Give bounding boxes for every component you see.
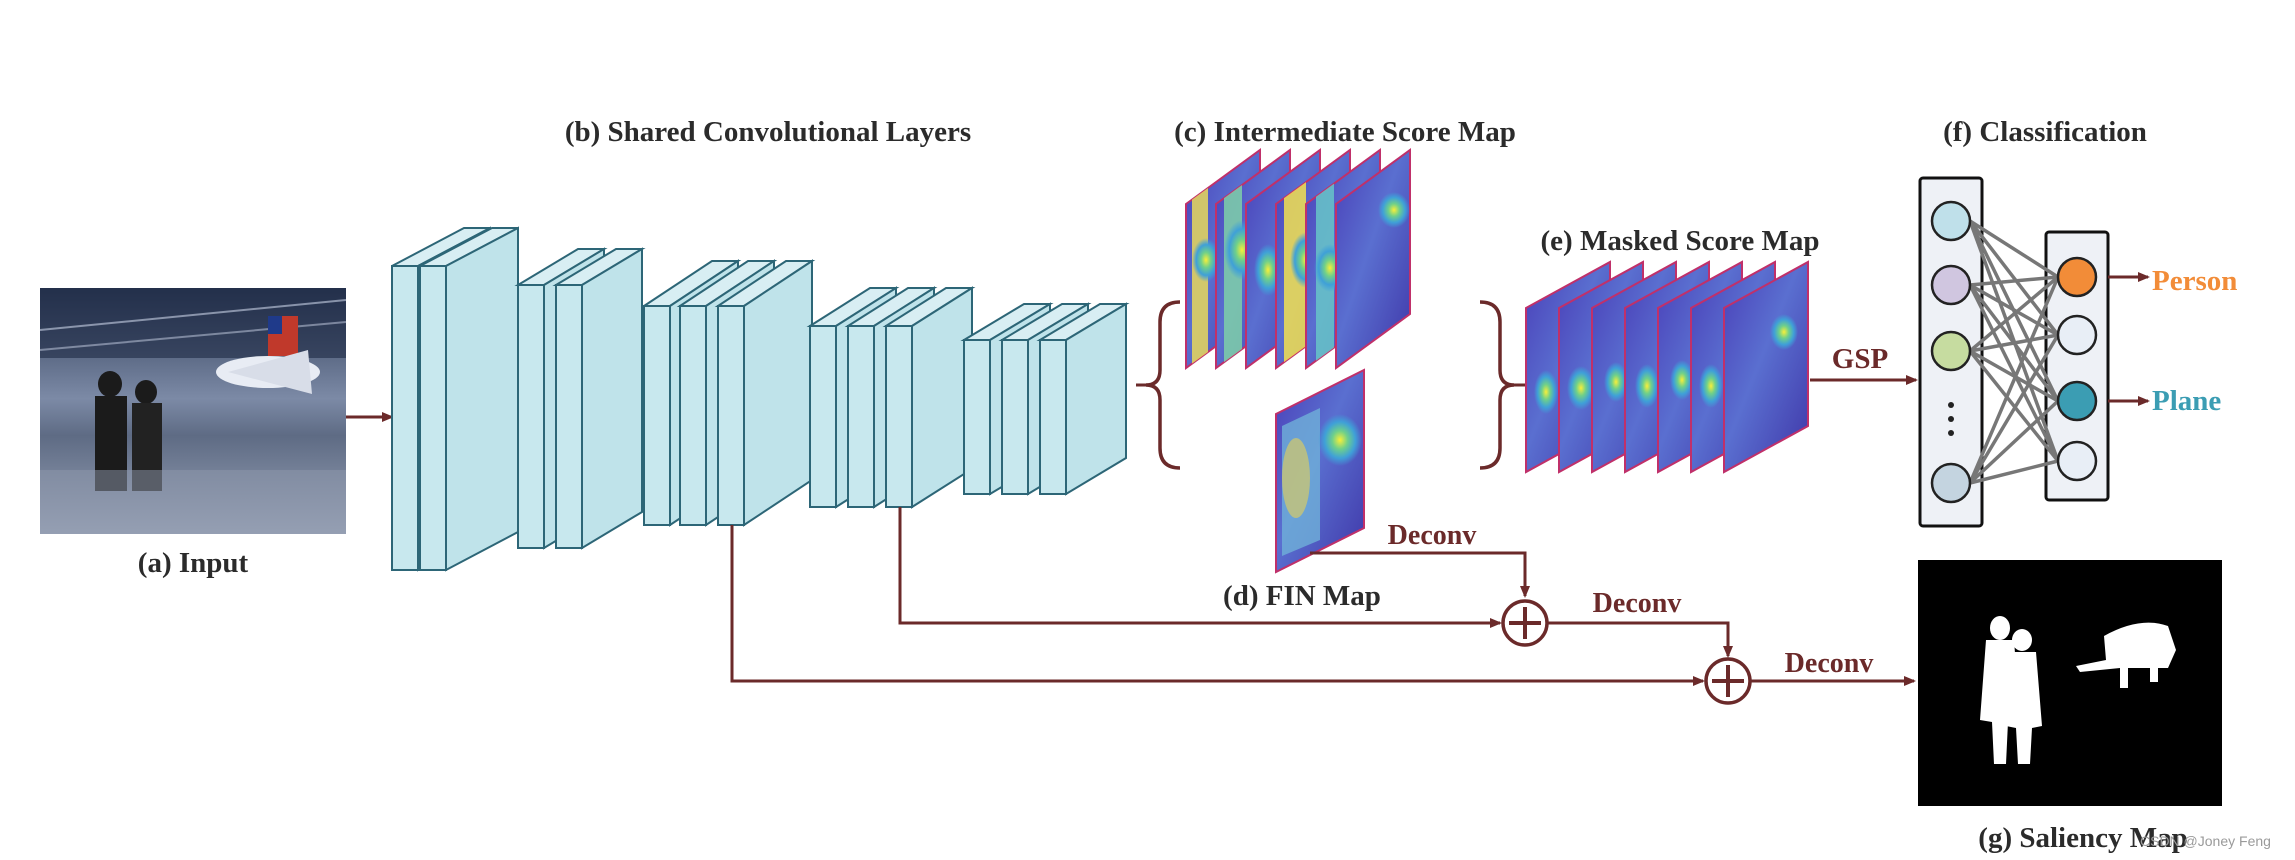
- nn-connection: [1968, 334, 2060, 484]
- output-neuron-person: [2056, 256, 2098, 298]
- sum-node-2: [1704, 657, 1752, 705]
- classification-label: (f) Classification: [1943, 116, 2147, 148]
- input-neuron-3: [1930, 330, 1972, 372]
- output-neuron-4: [2056, 440, 2098, 482]
- conv-layer-3-3: [714, 259, 816, 527]
- undefined-6: [1335, 148, 1411, 370]
- plane-class-label: Plane: [2152, 385, 2221, 417]
- nn-connection: [1969, 283, 2059, 337]
- conv-layer-4-3: [882, 286, 976, 509]
- nn-connection: [1968, 219, 2060, 337]
- conv-layer-5-3: [1036, 302, 1130, 496]
- fin-map: [1275, 368, 1365, 574]
- masked-label: (e) Masked Score Map: [1541, 225, 1820, 257]
- intermediate-label: (c) Intermediate Score Map: [1174, 116, 1516, 148]
- person-class-label: Person: [2152, 265, 2237, 297]
- input-neuron-n: [1930, 462, 1972, 504]
- nn-connection: [1969, 275, 2059, 287]
- skip-connection-1: [898, 507, 1502, 628]
- nn-connection: [1969, 219, 2059, 279]
- input-neuron-1: [1930, 200, 1972, 242]
- output-neuron-plane: [2056, 380, 2098, 422]
- ellipsis-dot: [1948, 430, 1954, 436]
- nn-connection: [1968, 399, 2060, 485]
- classification-network: [1918, 176, 2110, 528]
- skip-connection-2: [730, 525, 1705, 686]
- saliency-label: (g) Saliency Map: [1978, 822, 2187, 854]
- conv-layer-2-2: [552, 247, 646, 550]
- deconv-label-1: Deconv: [1388, 520, 1477, 551]
- sum-node-1: [1501, 599, 1549, 647]
- right-brace: [1479, 300, 1515, 470]
- nn-connection: [1968, 276, 2060, 484]
- input-image: [39, 288, 347, 534]
- masked-score-maps: [1525, 260, 1809, 474]
- nn-connection: [1968, 284, 2060, 462]
- input-neuron-2: [1930, 264, 1972, 306]
- shared-conv-layers: [391, 226, 1130, 572]
- sum1-deconv-path: [1547, 621, 1733, 658]
- ellipsis-dot: [1948, 402, 1954, 408]
- watermark: CSDN @Joney Feng: [2140, 833, 2271, 849]
- gsp-label: GSP: [1832, 343, 1888, 375]
- undefined-7: [1723, 260, 1809, 474]
- nn-connection: [1968, 275, 2060, 353]
- nn-connection: [1969, 333, 2059, 353]
- nn-connection: [1969, 459, 2059, 485]
- fin-deconv-path: [1310, 551, 1530, 598]
- deconv-label-2: Deconv: [1593, 588, 1682, 619]
- shared-conv-label: (b) Shared Convolutional Layers: [565, 116, 971, 148]
- ellipsis-dot: [1948, 416, 1954, 422]
- input-label: (a) Input: [138, 547, 249, 579]
- fin-map-label: (d) FIN Map: [1223, 580, 1381, 612]
- left-brace: [1145, 300, 1181, 470]
- saliency-map: [1918, 560, 2222, 806]
- conv-layer-1-2: [419, 226, 519, 572]
- deconv-label-3: Deconv: [1785, 648, 1874, 679]
- intermediate-score-maps: [1185, 148, 1411, 370]
- output-neuron-2: [2056, 314, 2098, 356]
